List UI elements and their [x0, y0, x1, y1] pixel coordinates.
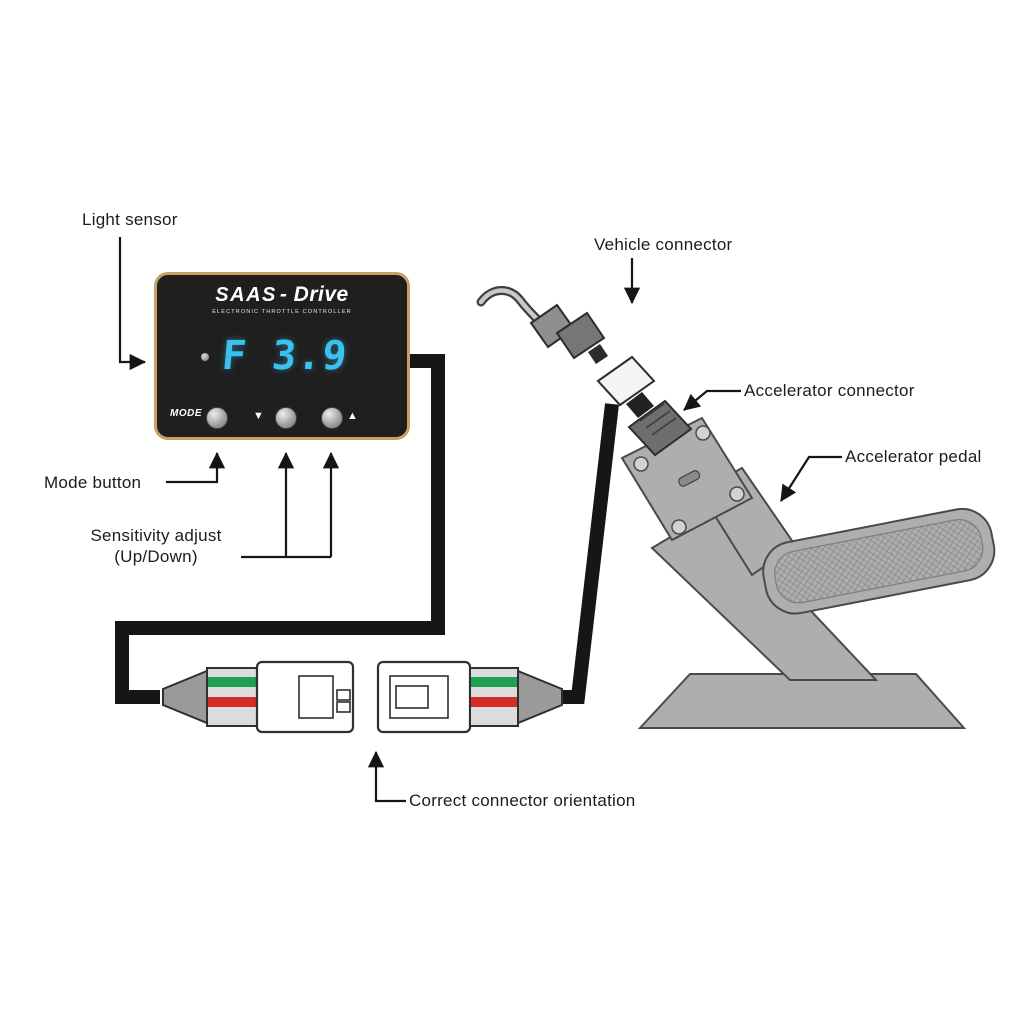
left-green-stripe	[208, 677, 256, 687]
sensitivity-up-button[interactable]	[321, 407, 343, 429]
inline-connector-graphic	[596, 355, 656, 407]
cable-right-run	[556, 403, 619, 704]
label-sensitivity-adjust: Sensitivity adjust (Up/Down)	[70, 525, 242, 567]
leader-connector-orientation	[367, 750, 406, 803]
sensitivity-down-button[interactable]	[275, 407, 297, 429]
plate-screw	[695, 425, 711, 441]
label-mode-button: Mode button	[44, 473, 142, 492]
leader-mode-button	[166, 451, 226, 484]
vehicle-connector-block-b	[555, 311, 606, 360]
left-housing-tab	[336, 689, 351, 701]
pedal-pad	[762, 507, 996, 615]
connector-link	[588, 344, 608, 364]
cable-left-run	[115, 354, 445, 704]
right-connector-housing	[376, 660, 472, 734]
display-value: F 3.9	[220, 333, 350, 379]
device-logo: SAAS- Drive	[157, 283, 407, 307]
left-connector-housing	[255, 660, 355, 734]
vehicle-connector-graphic	[476, 286, 608, 364]
mode-button[interactable]	[206, 407, 228, 429]
right-red-stripe	[471, 697, 517, 707]
label-light-sensor: Light sensor	[82, 210, 178, 229]
label-accelerator-pedal: Accelerator pedal	[845, 447, 982, 466]
inline-connector-body	[596, 355, 656, 407]
label-accelerator-connector: Accelerator connector	[744, 381, 915, 400]
right-housing-slot	[395, 685, 429, 709]
connector-ridges	[639, 403, 677, 436]
plate-screw	[633, 456, 649, 472]
leader-lines	[118, 237, 842, 803]
label-sensitivity-line2: (Up/Down)	[114, 547, 198, 566]
right-housing-detail	[389, 675, 449, 719]
pedal-pad-texture	[774, 519, 984, 604]
label-vehicle-connector: Vehicle connector	[594, 235, 733, 254]
connector-pair-graphic	[162, 660, 563, 734]
brand-logo: SAAS	[215, 284, 277, 306]
product-name: - Drive	[279, 283, 349, 306]
leader-light-sensor	[118, 237, 147, 371]
light-sensor-dot	[201, 353, 209, 361]
led-display: F 3.9	[219, 329, 351, 383]
leader-accelerator-pedal	[780, 455, 842, 502]
accelerator-connector-body	[627, 399, 693, 457]
device-subtitle: ELECTRONIC THROTTLE CONTROLLER	[212, 309, 352, 315]
up-arrow-icon: ▲	[347, 410, 358, 422]
left-housing-tab	[336, 701, 351, 713]
label-connector-orientation: Correct connector orientation	[409, 791, 636, 810]
label-sensitivity-line1: Sensitivity adjust	[90, 526, 222, 545]
right-connector-boot	[517, 669, 563, 725]
harness-cable	[115, 354, 619, 704]
connector-link	[626, 392, 654, 418]
left-housing-detail	[298, 675, 334, 719]
mode-button-label: MODE	[170, 408, 202, 419]
plate-screw	[671, 519, 687, 535]
right-green-stripe	[471, 677, 517, 687]
throttle-controller-device: SAAS- Drive ELECTRONIC THROTTLE CONTROLL…	[154, 272, 410, 440]
vehicle-wire	[478, 288, 540, 322]
left-red-stripe	[208, 697, 256, 707]
pedal-base	[637, 673, 967, 729]
plate-screw	[729, 486, 745, 502]
accelerator-connector-graphic	[627, 399, 693, 457]
down-arrow-icon: ▼	[253, 410, 264, 422]
left-connector-boot	[162, 669, 208, 725]
leader-accelerator-connector	[683, 389, 741, 411]
plate-slot	[678, 470, 701, 487]
